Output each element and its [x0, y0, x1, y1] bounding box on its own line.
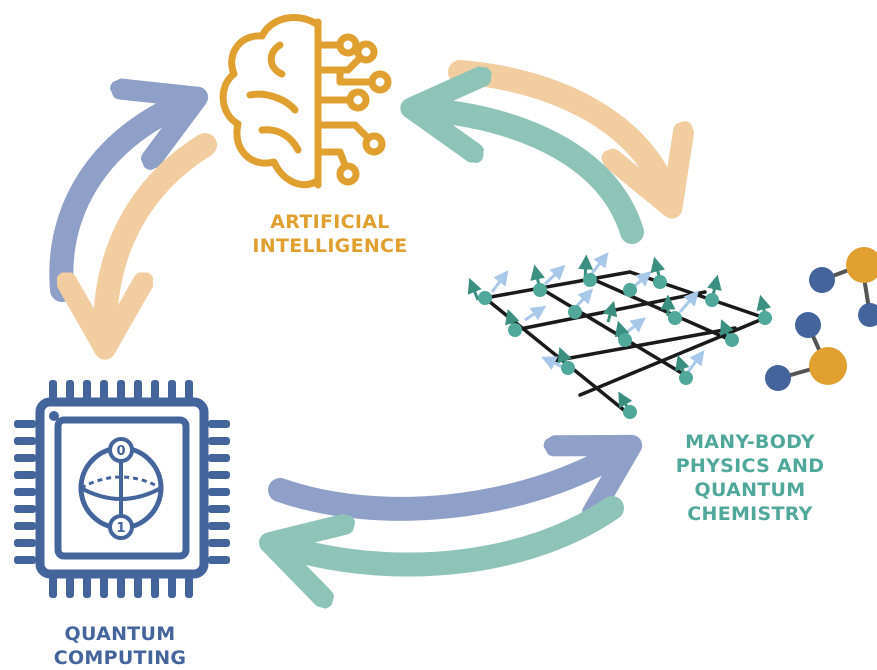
label-line: ARTIFICIAL	[270, 211, 390, 233]
molecule-icon	[765, 247, 877, 391]
label-artificial-intelligence: ARTIFICIAL INTELLIGENCE	[220, 210, 440, 258]
qubit-chip-icon: 0 1	[14, 380, 230, 598]
label-line: CHEMISTRY	[687, 503, 813, 525]
label-many-body-physics: MANY-BODY PHYSICS AND QUANTUM CHEMISTRY	[650, 430, 850, 526]
arrow-physics-to-quantum	[288, 496, 624, 565]
spin-lattice-icon	[467, 252, 772, 419]
spin-sites	[467, 252, 772, 419]
arrow-quantum-to-physics	[268, 455, 615, 509]
label-line: COMPUTING	[53, 647, 187, 669]
bloch-state-zero: 0	[116, 444, 125, 459]
label-line: MANY-BODY	[685, 431, 815, 453]
brain-circuit-icon	[219, 14, 392, 189]
arrow-ai-to-quantum	[105, 133, 217, 330]
label-line: PHYSICS AND	[675, 455, 825, 477]
label-quantum-computing: QUANTUM COMPUTING	[20, 622, 220, 670]
label-line: QUANTUM	[694, 479, 806, 501]
arrow-ai-to-physics	[448, 60, 665, 190]
label-line: QUANTUM	[64, 623, 176, 645]
label-line: INTELLIGENCE	[252, 235, 408, 257]
cycle-arrows	[49, 60, 665, 565]
arrow-quantum-to-ai	[49, 105, 180, 302]
arrow-physics-to-ai	[430, 110, 644, 244]
bloch-state-one: 1	[116, 521, 125, 536]
